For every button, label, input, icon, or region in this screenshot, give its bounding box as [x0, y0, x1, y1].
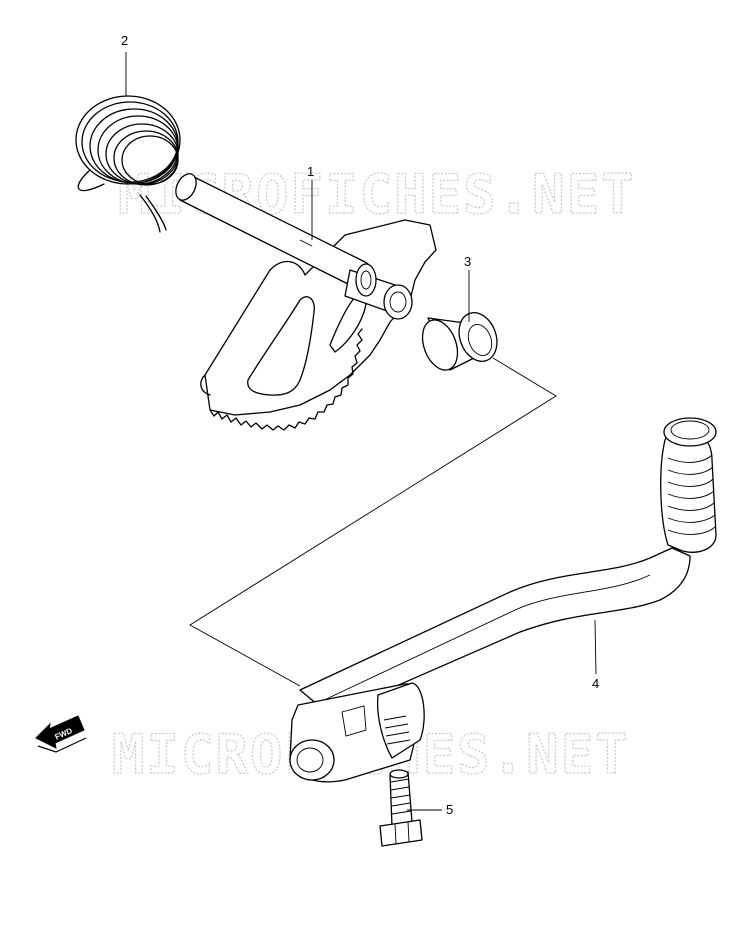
callout-part-1: 1 [307, 164, 314, 179]
spring-part [75, 95, 181, 233]
assembly-line [189, 357, 557, 687]
kick-lever-part [289, 417, 717, 783]
forward-arrow-icon: FWD [35, 715, 87, 753]
bolt-part [379, 769, 423, 847]
callout-part-5: 5 [446, 802, 453, 817]
callout-part-4: 4 [592, 676, 599, 691]
bush-part [421, 312, 498, 371]
leader-lines [125, 52, 597, 811]
callout-part-2: 2 [121, 33, 128, 48]
callout-part-3: 3 [464, 254, 471, 269]
kick-shaft-part [175, 173, 437, 431]
